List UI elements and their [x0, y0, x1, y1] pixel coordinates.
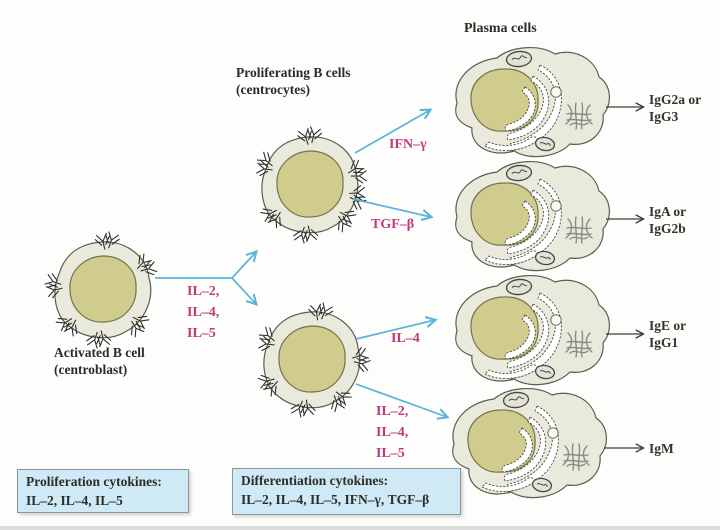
- plasma-cell-4: [451, 387, 608, 499]
- proliferation-branch-arrow: [155, 252, 256, 304]
- arrow-il4: [355, 320, 435, 340]
- branch-cytokine-line: IL–4,: [187, 305, 220, 320]
- plasma-cell-1: [454, 46, 611, 158]
- differentiation-cytokines-box: Differentiation cytokines: IL–2, IL–4, I…: [232, 468, 461, 515]
- label-igm-path-cytokines: IL–2, IL–4, IL–5: [376, 401, 408, 464]
- proliferating-b-cell-top: [251, 126, 370, 244]
- label-branch-cytokines: IL–2, IL–4, IL–5: [187, 281, 219, 344]
- label-plasma-cells: Plasma cells: [464, 21, 537, 36]
- output-label-4: IgM: [649, 440, 674, 457]
- igm-cytokine-line: IL–4,: [376, 425, 409, 440]
- igm-cytokine-line: IL–2,: [376, 404, 409, 419]
- label-proliferating-line1: Proliferating B cells: [236, 65, 351, 80]
- output-line: IgG1: [649, 335, 679, 350]
- output-label-1: IgG2a or IgG3: [649, 91, 701, 125]
- label-activated-line1: Activated B cell: [54, 345, 145, 360]
- label-proliferating-b-cells: Proliferating B cells (centrocytes): [236, 64, 350, 99]
- label-tgf-beta: TGF–β: [371, 217, 415, 232]
- igm-cytokine-line: IL–5: [376, 446, 405, 461]
- output-line: IgG2a or: [649, 92, 702, 107]
- branch-cytokine-line: IL–2,: [187, 284, 220, 299]
- plasma-cell-3: [454, 274, 611, 386]
- bottom-edge-divider: [0, 526, 720, 530]
- arrow-tgf-beta: [352, 198, 431, 217]
- proliferation-box-list: IL–2, IL–4, IL–5: [26, 493, 123, 509]
- output-line: IgG2b: [649, 221, 686, 236]
- output-line: IgE or: [649, 318, 687, 333]
- plasma-cell-2: [454, 160, 611, 272]
- arrow-ifn-gamma: [354, 110, 430, 154]
- arrow-il245: [355, 383, 447, 417]
- output-line: IgA or: [649, 204, 687, 219]
- output-label-3: IgE or IgG1: [649, 317, 686, 351]
- label-activated-line2: (centroblast): [54, 362, 128, 378]
- output-label-2: IgA or IgG2b: [649, 203, 686, 237]
- output-line: IgG3: [649, 109, 679, 124]
- label-il4: IL–4: [391, 331, 420, 346]
- differentiation-box-title: Differentiation cytokines:: [241, 473, 389, 488]
- branch-cytokine-line: IL–5: [187, 326, 216, 341]
- differentiation-box-list: IL–2, IL–4, IL–5, IFN–γ, TGF–β: [241, 492, 430, 508]
- proliferating-b-cell-bottom: [253, 300, 371, 420]
- output-line: IgM: [649, 441, 674, 456]
- label-ifn-gamma: IFN–γ: [389, 137, 427, 152]
- activated-b-cell: [43, 230, 160, 350]
- proliferation-cytokines-box: Proliferation cytokines: IL–2, IL–4, IL–…: [17, 469, 189, 513]
- label-proliferating-line2: (centrocytes): [236, 82, 310, 98]
- proliferation-box-title: Proliferation cytokines:: [26, 474, 162, 489]
- label-activated-b-cell: Activated B cell (centroblast): [54, 344, 145, 379]
